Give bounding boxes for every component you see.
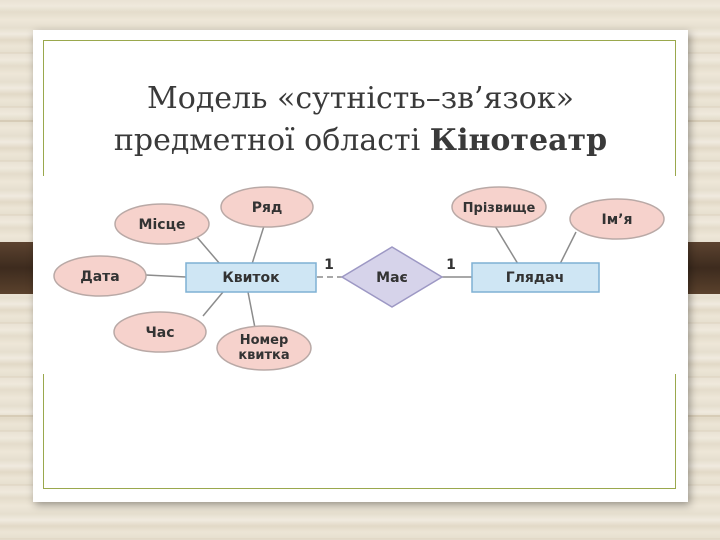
entity-ticket-label: Квиток — [222, 270, 280, 286]
line-name — [559, 231, 577, 265]
attribute-row: Ряд — [220, 186, 314, 228]
attribute-row-label: Ряд — [252, 200, 283, 216]
er-diagram: Ряд Місце Дата Час Номер квитка Прізвище… — [53, 186, 665, 371]
attribute-time: Час — [113, 311, 207, 353]
attribute-date: Дата — [53, 255, 147, 297]
line-surname — [494, 225, 519, 265]
line-time — [202, 291, 224, 317]
relationship-has-label: Має — [376, 270, 408, 286]
title-line-2: предметної області Кінотеатр — [33, 120, 688, 162]
attribute-name-label: Ім’я — [602, 212, 633, 228]
er-diagram-panel: Ряд Місце Дата Час Номер квитка Прізвище… — [38, 176, 681, 374]
title-line-2-prefix: предметної області — [113, 123, 430, 158]
line-row — [251, 225, 265, 265]
attribute-surname: Прізвище — [451, 186, 547, 228]
attribute-seat: Місце — [114, 203, 210, 245]
attribute-date-label: Дата — [80, 269, 119, 285]
attribute-ticket-number-label-1: Номер — [240, 333, 289, 348]
attribute-surname-label: Прізвище — [463, 201, 536, 216]
relationship-has: Має — [340, 246, 444, 308]
line-ticket-number — [247, 291, 256, 329]
title-line-1: Модель «сутність–зв’язок» — [147, 81, 574, 116]
attribute-ticket-number-label-2: квитка — [238, 348, 289, 363]
attribute-time-label: Час — [145, 325, 174, 341]
slide-title: Модель «сутність–зв’язок» предметної обл… — [33, 78, 688, 162]
entity-viewer: Глядач — [471, 262, 600, 293]
title-line-2-bold: Кінотеатр — [429, 123, 608, 158]
entity-ticket: Квиток — [185, 262, 317, 293]
cardinality-left: 1 — [324, 257, 334, 273]
line-seat — [195, 235, 221, 265]
line-date — [145, 274, 187, 278]
attribute-seat-label: Місце — [139, 217, 186, 233]
entity-viewer-label: Глядач — [506, 270, 565, 286]
attribute-name: Ім’я — [569, 198, 665, 240]
cardinality-right: 1 — [446, 257, 456, 273]
connector-lines — [145, 225, 577, 329]
attribute-ticket-number: Номер квитка — [216, 325, 312, 371]
